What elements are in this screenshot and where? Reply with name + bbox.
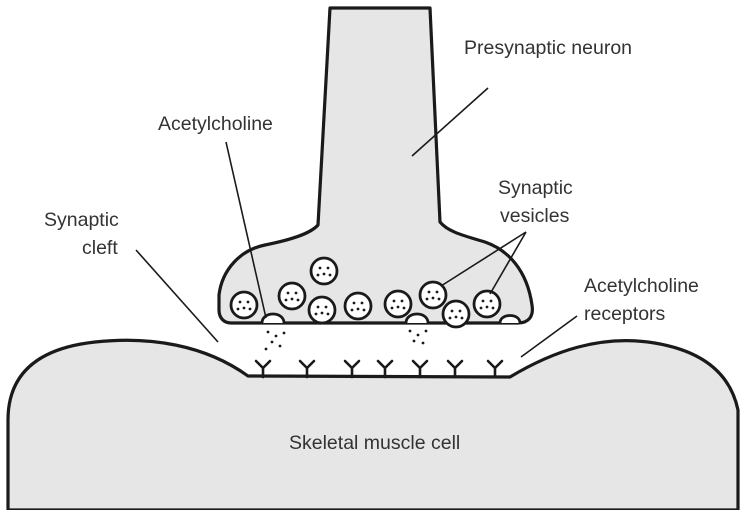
synaptic-vesicle: [385, 291, 411, 317]
receptor: [345, 361, 359, 377]
label-synaptic-vesicles-line2: vesicles: [500, 205, 570, 227]
synaptic-vesicle: [474, 291, 500, 317]
released-acetylcholine: [265, 330, 428, 351]
receptor: [300, 361, 314, 377]
synaptic-vesicle: [311, 258, 337, 284]
synaptic-vesicle: [279, 283, 305, 309]
label-acetylcholine-receptors-line1: Acetylcholine: [584, 275, 699, 297]
receptor: [413, 361, 427, 377]
label-synaptic-vesicles-line1: Synaptic: [498, 177, 573, 199]
synaptic-vesicle: [231, 292, 257, 318]
leader-line-synaptic-cleft: [136, 250, 218, 342]
label-skeletal-muscle-cell: Skeletal muscle cell: [289, 432, 460, 454]
skeletal-muscle-cell: [8, 340, 738, 510]
receptor: [378, 361, 392, 377]
label-acetylcholine-receptors-line2: receptors: [584, 303, 666, 325]
synaptic-vesicle: [443, 301, 469, 327]
exocytosis-pocket-middle: [406, 314, 428, 323]
label-synaptic-cleft-line2: cleft: [82, 237, 118, 259]
label-synaptic-cleft-line1: Synaptic: [44, 209, 119, 231]
label-presynaptic-neuron: Presynaptic neuron: [464, 37, 632, 59]
label-acetylcholine: Acetylcholine: [158, 113, 273, 135]
receptor: [448, 361, 462, 377]
exocytosis-pocket-right: [500, 316, 520, 324]
receptor: [488, 361, 502, 377]
synaptic-vesicle: [345, 293, 371, 319]
synaptic-vesicle: [309, 297, 335, 323]
